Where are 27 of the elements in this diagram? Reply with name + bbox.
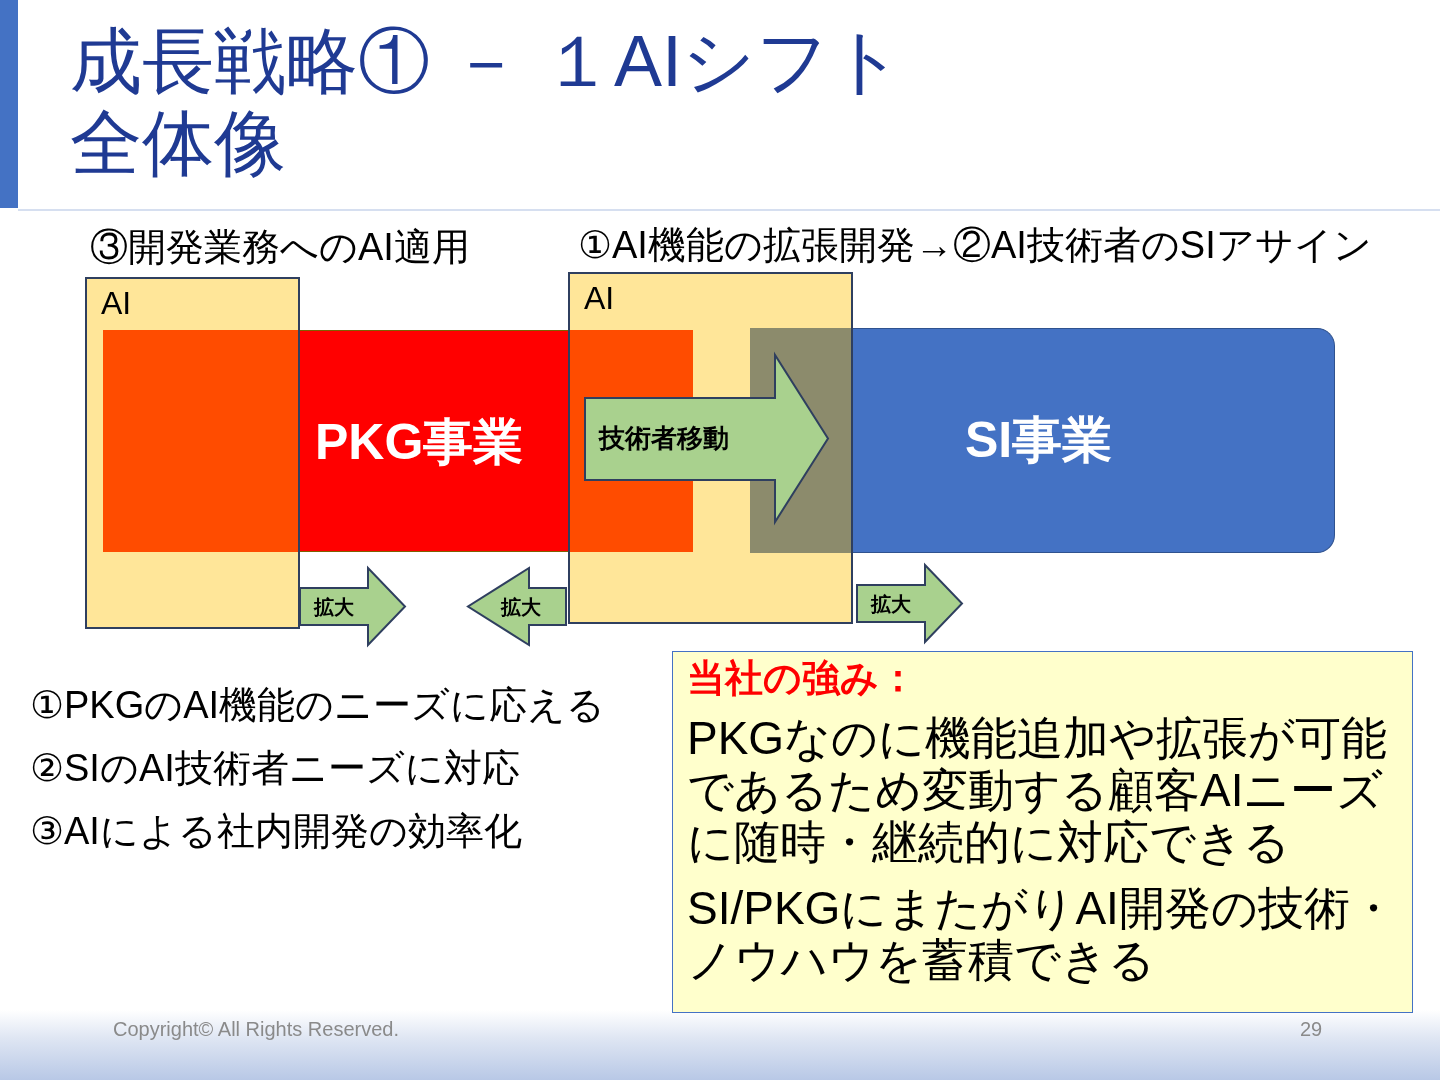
ai-box xyxy=(85,277,300,629)
strengths-box xyxy=(672,651,1413,1013)
section-heading: ③開発業務へのAI適用 xyxy=(90,225,470,270)
box-label: AI xyxy=(584,280,616,317)
paragraph: PKGなのに機能追加や拡張が可能であるため変動する顧客AIニーズに随時・継続的に対応できる xyxy=(687,712,1389,868)
business-box xyxy=(853,328,1335,553)
section-heading: ①AI機能の拡張開発→②AI技術者のSIアサイン xyxy=(578,223,1372,268)
heading: 当社の強み： xyxy=(687,656,918,700)
list-item: ③AIによる社内開発の効率化 xyxy=(30,809,522,854)
edge-label: 拡大 xyxy=(314,594,354,620)
list-item: ②SIのAI技術者ニーズに対応 xyxy=(30,746,520,791)
paragraph: SI/PKGにまたがりAI開発の技術・ノウハウを蓄積できる xyxy=(687,882,1397,986)
page-number: 29 xyxy=(1300,1018,1323,1041)
edge-label: 拡大 xyxy=(871,591,911,617)
title: 成長戦略① － １AIシフト全体像 xyxy=(70,20,906,184)
edge-label: 拡大 xyxy=(501,594,541,620)
block-arrow xyxy=(466,566,567,647)
business-box xyxy=(300,330,568,552)
box-label: SI事業 xyxy=(965,411,1113,470)
list-item: ①PKGのAI機能のニーズに応える xyxy=(30,683,606,728)
box-label: AI xyxy=(101,285,133,322)
edge-label: 技術者移動 xyxy=(599,422,729,456)
box-label: PKG事業 xyxy=(315,413,524,472)
block-arrow xyxy=(856,562,964,645)
copyright-text: Copyright© All Rights Reserved. xyxy=(113,1018,399,1041)
block-arrow xyxy=(584,351,830,526)
block-arrow xyxy=(299,565,407,648)
